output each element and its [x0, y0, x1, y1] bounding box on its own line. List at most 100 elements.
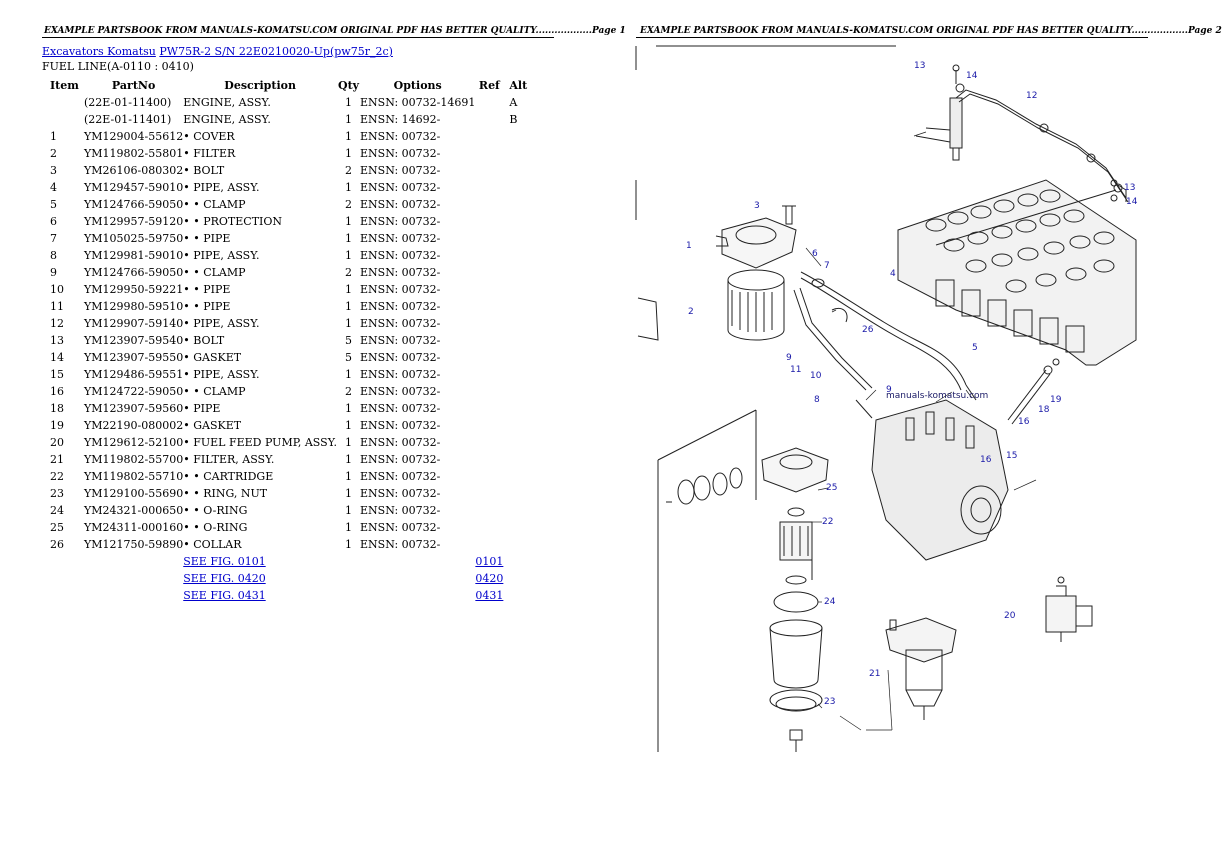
row-part-number: YM129486-59551 — [84, 368, 184, 381]
row-description: • • CLAMP — [183, 385, 246, 398]
header-divider-page-1 — [42, 37, 554, 38]
row-quantity: 1 — [345, 215, 353, 228]
breadcrumb-brand-link[interactable]: Excavators Komatsu — [42, 45, 156, 58]
row-description: • • PIPE — [183, 283, 231, 296]
row-part-number: YM129957-59120 — [84, 215, 184, 228]
page-1-header: EXAMPLE PARTSBOOK FROM MANUALS-KOMATSU.C… — [44, 26, 626, 36]
row-ref — [475, 383, 503, 400]
row-part-number: (22E-01-11400) — [84, 96, 172, 109]
row-item-number: 20 — [50, 436, 64, 449]
callout-number: 5 — [972, 343, 978, 353]
row-alt — [503, 434, 549, 451]
row-alt — [503, 366, 549, 383]
section-title: FUEL LINE(A-0110 : 0410) — [42, 60, 194, 73]
row-quantity: 5 — [345, 351, 353, 364]
row-part-number: YM123907-59540 — [84, 334, 184, 347]
row-part-number: YM124766-59050 — [84, 266, 184, 279]
row-part-number: YM129981-59010 — [84, 249, 184, 262]
row-item-number: 24 — [50, 504, 64, 517]
row-ref — [475, 179, 503, 196]
row-part-number: YM119802-55700 — [84, 453, 184, 466]
row-item-number: 7 — [50, 232, 57, 245]
callout-number: 1 — [686, 241, 692, 251]
row-item-number: 2 — [50, 147, 57, 160]
breadcrumb-model-link[interactable]: PW75R-2 S/N 22E0210020-Up(pw75r_2c) — [159, 45, 393, 58]
row-item-number: 1 — [50, 130, 57, 143]
see-figure-link[interactable]: SEE FIG. 0420 — [183, 572, 266, 585]
col-header-ref: Ref — [478, 78, 500, 92]
row-ref — [475, 298, 503, 315]
filter-assembly-exploded — [657, 409, 829, 752]
parts-table: Item PartNo Description Qty Options Ref … — [42, 76, 549, 604]
row-quantity: 2 — [345, 266, 353, 279]
row-options: ENSN: 00732- — [360, 487, 441, 500]
empty-cell — [42, 570, 84, 587]
figure-ref-link[interactable]: 0431 — [475, 589, 504, 602]
row-part-number: YM129004-55612 — [84, 130, 184, 143]
figure-ref-link[interactable]: 0101 — [475, 555, 504, 568]
empty-cell — [84, 553, 183, 570]
row-alt — [503, 128, 549, 145]
row-description: • FILTER — [183, 147, 236, 160]
row-ref — [475, 94, 503, 111]
row-options: ENSN: 00732- — [360, 215, 441, 228]
row-options: ENSN: 00732- — [360, 147, 441, 160]
row-description: ENGINE, ASSY. — [183, 96, 271, 109]
row-part-number: YM124766-59050 — [84, 198, 184, 211]
row-item-number: 3 — [50, 164, 57, 177]
leader-lines — [805, 131, 1037, 731]
see-figure-link[interactable]: SEE FIG. 0431 — [183, 589, 266, 602]
see-figure-link[interactable]: SEE FIG. 0101 — [183, 555, 266, 568]
row-options: ENSN: 00732- — [360, 402, 441, 415]
row-description: • • O-RING — [183, 521, 248, 534]
callout-number: 18 — [1038, 405, 1050, 415]
row-alt — [503, 468, 549, 485]
row-alt — [503, 264, 549, 281]
row-ref — [475, 230, 503, 247]
row-quantity: 1 — [345, 504, 353, 517]
cylinder-head — [897, 179, 1137, 366]
row-alt — [503, 298, 549, 315]
callout-number: 7 — [824, 261, 830, 271]
row-alt — [503, 196, 549, 213]
row-description: • • O-RING — [183, 504, 248, 517]
filter-cover-part-1 — [715, 205, 797, 269]
col-header-qty: Qty — [338, 78, 360, 92]
row-part-number: YM129980-59510 — [84, 300, 184, 313]
row-quantity: 1 — [345, 521, 353, 534]
row-quantity: 1 — [345, 130, 353, 143]
row-ref — [475, 417, 503, 434]
see-figure-row: SEE FIG. 0101 0101 — [42, 553, 549, 570]
figure-ref-cell: 0101 — [475, 553, 503, 570]
row-item-number: 13 — [50, 334, 64, 347]
row-quantity: 1 — [345, 538, 353, 551]
row-description: • GASKET — [183, 351, 242, 364]
row-item-number: 21 — [50, 453, 64, 466]
row-part-number: (22E-01-11401) — [84, 113, 172, 126]
row-quantity: 2 — [345, 164, 353, 177]
row-description: • PIPE, ASSY. — [183, 249, 260, 262]
figure-ref-link[interactable]: 0420 — [475, 572, 504, 585]
empty-cell — [337, 570, 360, 587]
row-item-number: 9 — [50, 266, 57, 279]
row-options: ENSN: 00732- — [360, 266, 441, 279]
callout-number: 9 — [786, 353, 792, 363]
row-item-number: 14 — [50, 351, 64, 364]
row-alt — [503, 230, 549, 247]
fuel-feed-pump-part-20 — [1045, 576, 1093, 642]
row-alt — [503, 213, 549, 230]
row-quantity: 1 — [345, 113, 353, 126]
row-options: ENSN: 00732- — [360, 538, 441, 551]
see-figure-row: SEE FIG. 0431 0431 — [42, 587, 549, 604]
row-alt — [503, 349, 549, 366]
row-description: • • CLAMP — [183, 266, 246, 279]
